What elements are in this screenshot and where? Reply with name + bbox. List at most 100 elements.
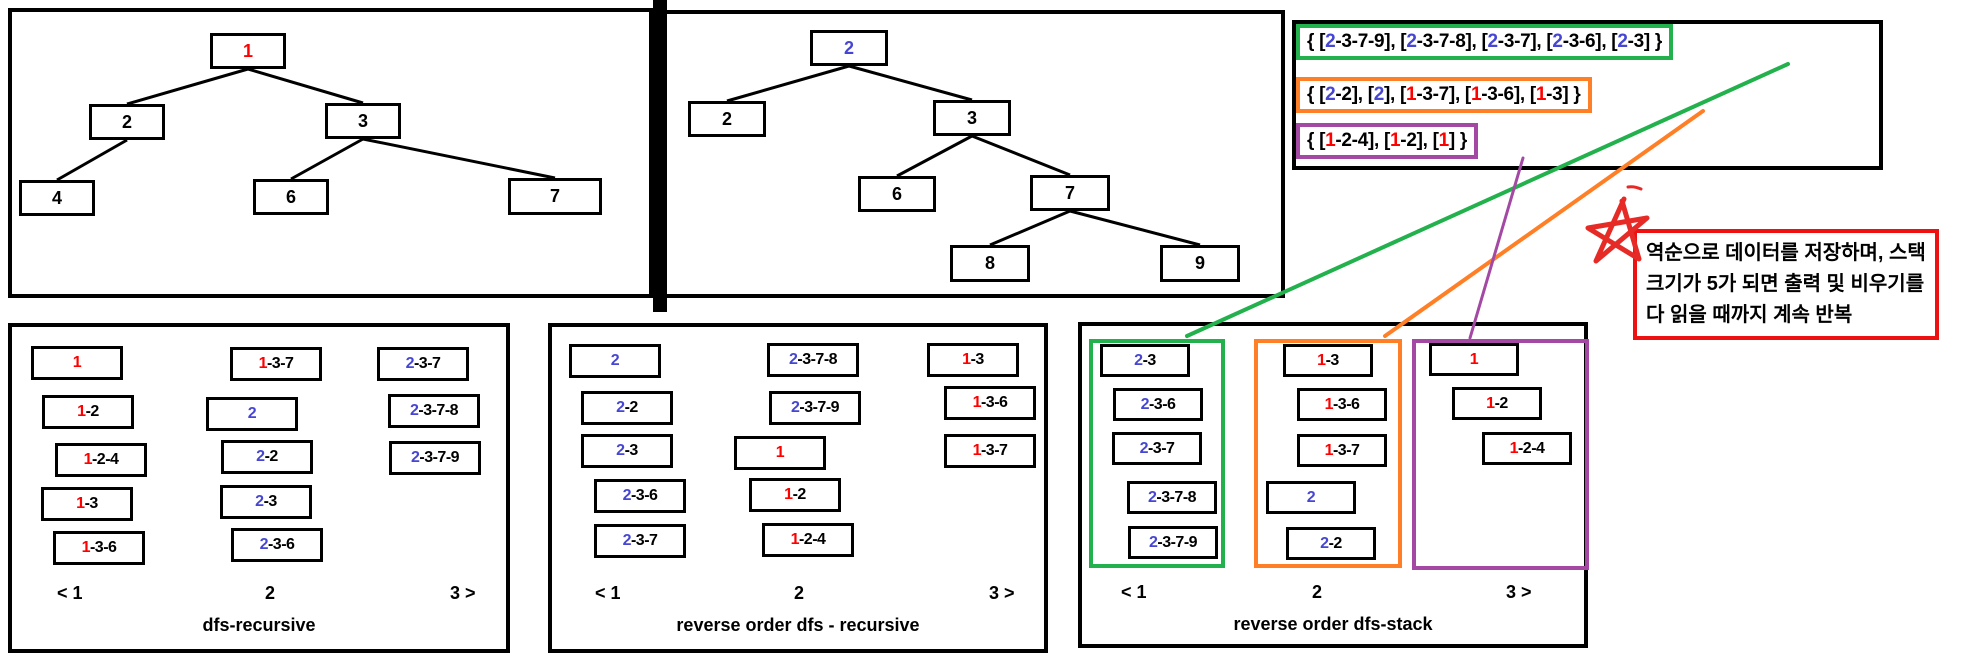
pagination-next: 3 > bbox=[450, 583, 476, 603]
stack-item-box: 2-3-7-8 bbox=[1127, 481, 1217, 514]
tree-node-label: 8 bbox=[984, 253, 995, 273]
tree-node: 6 bbox=[858, 176, 936, 212]
set-open-brace: { bbox=[1307, 130, 1320, 151]
set-item-lead-digit: 2 bbox=[1617, 31, 1628, 52]
stack-item-box: 2-3-7 bbox=[377, 347, 469, 381]
stack-item-lead-digit: 2 bbox=[1134, 351, 1143, 369]
set-item-bracket: [ bbox=[1481, 31, 1488, 52]
tree-node-label: 9 bbox=[1194, 253, 1205, 273]
set-item-separator: , bbox=[1422, 130, 1433, 151]
stack-item-lead-digit: 2 bbox=[255, 493, 264, 510]
pagination-current: 2 bbox=[794, 583, 805, 603]
stack-item-lead-digit: 1 bbox=[972, 442, 982, 459]
tree-node: 8 bbox=[950, 245, 1030, 282]
set-item-lead-digit: 1 bbox=[1470, 84, 1482, 105]
stack-item-box: 1-3-6 bbox=[944, 386, 1036, 420]
stack-item-box: 2 bbox=[1266, 481, 1356, 514]
tree-node: 6 bbox=[253, 179, 329, 215]
tree-node: 4 bbox=[19, 180, 95, 216]
set-item-rest: -3-6 bbox=[1481, 84, 1514, 105]
stack-item-lead-digit: 1 bbox=[77, 403, 86, 420]
stack-item-rest: -3-7-8 bbox=[418, 402, 459, 419]
stack-item-rest: -3-6 bbox=[1332, 395, 1360, 413]
stack-item-box: 2-3-7 bbox=[1112, 432, 1202, 465]
stack-item-lead-digit: 2 bbox=[256, 448, 265, 465]
stack-item-lead-digit: 2 bbox=[610, 352, 620, 369]
set-item-bracket: [ bbox=[1611, 31, 1618, 52]
pagination-current: 2 bbox=[265, 583, 276, 603]
set-open-brace: { bbox=[1307, 84, 1320, 105]
set-item-lead-digit: 2 bbox=[1325, 84, 1336, 105]
tree-node: 1 bbox=[210, 33, 286, 69]
tree-node: 2 bbox=[89, 104, 165, 140]
stack-item-box: 1 bbox=[31, 346, 123, 380]
stack-item-rest: -3-7 bbox=[1147, 439, 1175, 457]
stack-item-box: 2 bbox=[206, 397, 298, 431]
tree-node-label: 2 bbox=[843, 37, 854, 58]
set-item-rest: -3-7 bbox=[1497, 31, 1531, 52]
set-item-lead-digit: 2 bbox=[1373, 84, 1385, 105]
stack-item-rest: -2 bbox=[264, 448, 279, 465]
stack-item-lead-digit: 2 bbox=[1320, 534, 1329, 552]
set-item-lead-digit: 2 bbox=[1552, 31, 1563, 52]
stack-item-rest: -3-7-9 bbox=[799, 399, 840, 416]
stack-item-box: 2-3-7-8 bbox=[388, 394, 480, 428]
tree-node-label: 4 bbox=[51, 187, 62, 208]
stack-item-rest: -3-7 bbox=[413, 355, 441, 372]
stack-item-rest: -3-6 bbox=[630, 487, 658, 504]
set-item-lead-digit: 1 bbox=[1325, 130, 1336, 151]
stack-item-rest: -3-6 bbox=[1148, 395, 1176, 413]
tree-node: 7 bbox=[1030, 175, 1110, 211]
set-item-rest: -2-4 bbox=[1335, 130, 1368, 151]
stack-item-rest: -3-7 bbox=[630, 532, 658, 549]
pagination-prev: < 1 bbox=[595, 583, 621, 603]
stack-item-rest: -3-7-9 bbox=[419, 449, 460, 466]
tree-node: 3 bbox=[325, 103, 401, 139]
set-item-lead-digit: 1 bbox=[1438, 130, 1450, 151]
set-item-separator: , bbox=[1536, 31, 1547, 52]
stack-item-box: 2-2 bbox=[581, 391, 673, 425]
tree-node: 2 bbox=[810, 30, 888, 66]
set-item-rest: -2 bbox=[1400, 130, 1417, 151]
set-item-rest: -3 bbox=[1627, 31, 1645, 52]
set-item-rest: -2 bbox=[1335, 84, 1352, 105]
set-item-rest: -3-7 bbox=[1416, 84, 1449, 105]
panel-title: dfs-recursive bbox=[202, 615, 316, 635]
stack-item-box: 2-3-6 bbox=[1113, 388, 1203, 421]
stack-item-lead-digit: 2 bbox=[1306, 488, 1316, 506]
set-item-bracket: ] bbox=[1595, 31, 1602, 52]
tree-node-label: 6 bbox=[285, 186, 296, 207]
stack-item-lead-digit: 1 bbox=[1509, 439, 1519, 457]
set-close-brace: } bbox=[1568, 84, 1581, 105]
stack-outline-purple bbox=[1412, 339, 1589, 570]
tree-node: 7 bbox=[508, 178, 602, 215]
stack-item-rest: -2 bbox=[85, 403, 100, 420]
stack-item-box: 2-3-7-8 bbox=[767, 343, 859, 377]
stack-item-box: 2-3 bbox=[581, 434, 673, 468]
stack-outline-green bbox=[1089, 339, 1225, 568]
stack-item-box: 2-3-6 bbox=[231, 528, 323, 562]
set-item-bracket: ] bbox=[1643, 31, 1650, 52]
set-item-lead-digit: 2 bbox=[1487, 31, 1499, 52]
panel-reverse-dfs-recursive: < 1 2 3 > reverse order dfs - recursive … bbox=[548, 323, 1048, 653]
set-item-bracket: [ bbox=[1546, 31, 1553, 52]
stack-item-box: 2 bbox=[569, 344, 661, 378]
annotation-line: 역순으로 데이터를 저장하며, 스택 bbox=[1646, 242, 1926, 264]
stack-item-rest: -3-6 bbox=[267, 536, 295, 553]
stack-item-rest: -3 bbox=[624, 442, 639, 459]
stack-item-box: 1-2 bbox=[749, 478, 841, 512]
stack-item-rest: -3-7 bbox=[1332, 441, 1360, 459]
stack-item-lead-digit: 2 bbox=[1139, 439, 1149, 457]
stack-item-lead-digit: 1 bbox=[83, 451, 93, 468]
stack-item-lead-digit: 1 bbox=[784, 486, 793, 503]
tree-node-label: 7 bbox=[1064, 182, 1075, 203]
set-item-separator: , bbox=[1374, 130, 1384, 151]
panel-title: reverse order dfs - recursive bbox=[676, 615, 920, 635]
stack-item-rest: -3-7-8 bbox=[1156, 488, 1197, 506]
set-close-brace: } bbox=[1454, 130, 1468, 151]
stack-item-rest: -3 bbox=[970, 351, 985, 368]
stack-item-lead-digit: 2 bbox=[788, 351, 798, 368]
stack-item-box: 1 bbox=[734, 436, 826, 470]
stack-item-box: 1-2 bbox=[42, 395, 134, 429]
